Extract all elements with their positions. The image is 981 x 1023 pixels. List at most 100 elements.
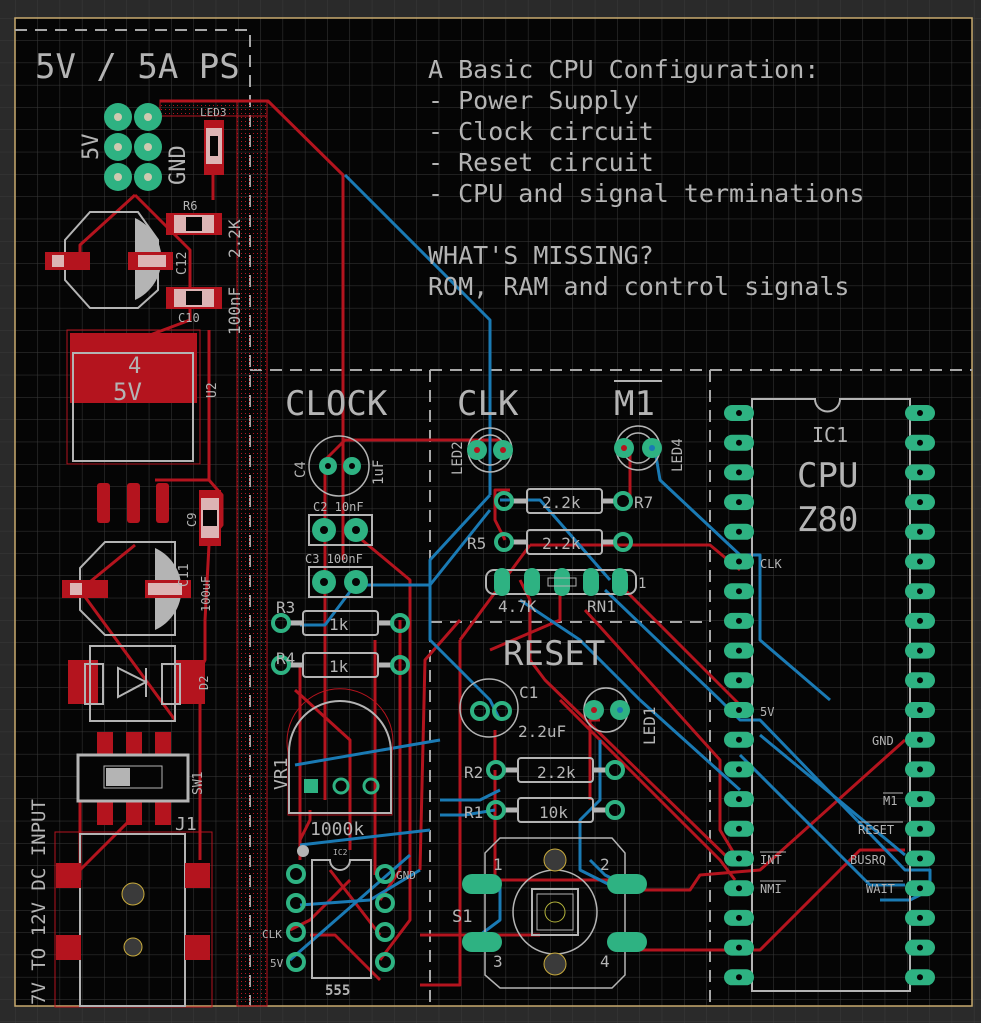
cpu-pad-drill [917,825,923,832]
cpu-pad-drill [917,617,923,624]
cpu-pad-drill [736,796,742,803]
r5-label: R5 [467,534,486,553]
r7-value: 2.2k [542,493,581,512]
s1-pin-2: 2 [600,855,610,874]
notes-title: A Basic CPU Configuration: [428,55,819,84]
r1-value: 10k [539,803,568,822]
resistor-network-rn1[interactable] [485,568,637,596]
cpu-pad-drill [736,499,742,506]
cpu-pin-busrq: BUSRQ [850,853,886,867]
led1[interactable] [583,687,630,733]
dc-jack-j1[interactable] [54,831,213,1008]
cpu-pad-drill [917,469,923,476]
c4-label: C4 [293,461,309,478]
reset-button-s1[interactable] [462,837,647,989]
s1-pin-4: 4 [600,952,610,971]
cpu-pad-drill [917,499,923,506]
c10-label: C10 [178,311,200,325]
led3-label: LED3 [200,106,227,119]
c1-value: 2.2uF [518,722,566,741]
cpu-pad-drill [736,617,742,624]
cpu-pad-drill [917,410,923,416]
diode-d2[interactable] [68,645,205,722]
led4-label: LED4 [670,438,686,472]
r5-value: 2.2k [542,534,581,553]
notes-block: A Basic CPU Configuration: - Power Suppl… [428,55,865,301]
resistor-r2[interactable] [486,757,625,783]
led3[interactable] [204,120,224,175]
missing-text: ROM, RAM and control signals [428,272,849,301]
r3-value: 1k [329,615,349,634]
cpu-pad-drill [917,558,923,565]
cpu-line1: CPU [797,456,858,496]
cpu-pad-drill [736,825,742,832]
cpu-pad-drill [736,736,742,743]
r6-label: R6 [183,199,197,213]
cpu-pin-int: INT [760,853,782,867]
cpu-pin-m1: M1 [883,794,897,808]
notes-item: - CPU and signal terminations [428,179,865,208]
cpu-pad-drill [917,528,923,535]
vr1-label: VR1 [271,757,292,790]
sw1-label: SW1 [191,772,206,795]
u2-value: 5V [113,378,142,406]
r7-label: R7 [634,493,653,512]
capacitor-c11[interactable] [62,541,191,636]
notes-item: - Clock circuit [428,117,654,146]
capacitor-c9[interactable] [199,490,221,546]
r2-label: R2 [464,763,483,782]
capacitor-c3[interactable] [308,566,373,598]
header-label-5v: 5V [79,134,104,161]
potentiometer-vr1[interactable] [286,688,394,816]
c4-value: 1uF [371,460,387,485]
cpu-pad-drill [736,766,742,773]
resistor-r7[interactable] [494,488,633,514]
cpu-pad-drill [917,855,923,862]
resistor-r5[interactable] [494,529,633,555]
resistor-r1[interactable] [486,797,625,823]
capacitor-c12[interactable] [45,211,173,309]
cpu-pad-drill [736,855,742,862]
cpu-pad-drill [917,914,923,921]
led2-label: LED2 [450,441,466,475]
cpu-pad-drill [736,944,742,951]
cpu-pad-drill [736,647,742,654]
section-label-power: 5V / 5A PS [35,47,240,87]
cpu-ic1[interactable] [724,398,935,992]
switch-sw1[interactable] [76,732,190,825]
c9-label: C9 [185,513,199,527]
rn1-pin-label: 1 [638,576,646,592]
cpu-pad-drill [736,677,742,684]
cpu-pad-drill [736,469,742,476]
c1-label: C1 [519,683,538,702]
capacitor-c4[interactable] [308,435,370,497]
cpu-pad-drill [736,914,742,921]
s1-pin-3: 3 [493,952,503,971]
cpu-pad-drill [917,647,923,654]
header-5v-gnd[interactable] [104,103,162,191]
led2[interactable] [467,427,513,473]
cpu-pad-drill [917,885,923,892]
cpu-line2: Z80 [797,500,858,540]
resistor-r3[interactable] [271,610,410,636]
resistor-r6[interactable] [166,213,222,235]
cpu-pad-drill [736,588,742,595]
cpu-ref: IC1 [812,423,848,447]
cpu-pad-drill [917,677,923,684]
capacitor-c10[interactable] [166,287,222,309]
ic2-label: IC2 [333,848,348,857]
board-outline [14,17,973,1007]
cpu-pin-wait: WAIT [866,882,895,896]
regulator-u2[interactable] [66,329,201,523]
led4[interactable] [614,425,662,471]
s1-label: S1 [452,907,472,927]
header-label-gnd: GND [166,145,191,185]
capacitor-c2[interactable] [308,514,373,546]
timer-ic2[interactable] [286,845,395,979]
resistor-r4[interactable] [271,652,410,678]
section-label-clk-led: CLK [457,384,519,424]
capacitor-c1[interactable] [459,678,519,738]
missing-heading: WHAT'S MISSING? [428,241,654,270]
cpu-pad-drill [736,558,742,565]
